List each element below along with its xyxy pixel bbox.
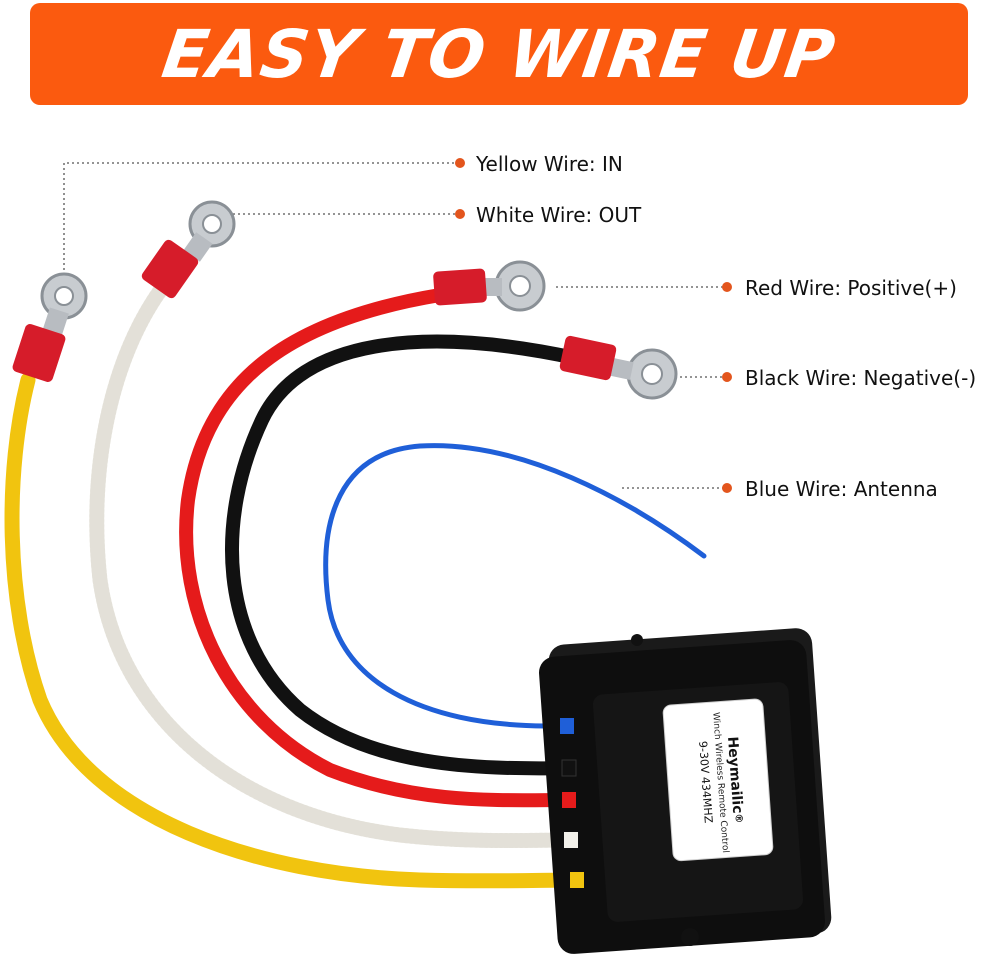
white-terminal — [140, 202, 234, 300]
red-leader-dot — [722, 282, 732, 292]
terminals — [11, 202, 676, 398]
red-terminal — [433, 262, 544, 310]
black-leader-dot — [722, 372, 732, 382]
sticker-text: Heymailic® Winch Wireless Remote Control… — [677, 709, 764, 852]
white-wire — [97, 288, 572, 841]
yellow-leader-dot — [455, 158, 465, 168]
blue-wire-label: Blue Wire: Antenna — [745, 477, 938, 501]
yellow-terminal — [11, 274, 86, 383]
blue-leader-dot — [722, 483, 732, 493]
black-terminal — [559, 335, 676, 398]
white-leader-dot — [455, 209, 465, 219]
leader-yellow — [64, 163, 455, 300]
white-wire-label: White Wire: OUT — [476, 203, 641, 227]
yellow-wire-label: Yellow Wire: IN — [476, 152, 623, 176]
black-wire-label: Black Wire: Negative(-) — [745, 366, 976, 390]
registered-mark: ® — [732, 813, 744, 824]
red-wire-label: Red Wire: Positive(+) — [745, 276, 957, 300]
black-wire — [232, 342, 575, 769]
